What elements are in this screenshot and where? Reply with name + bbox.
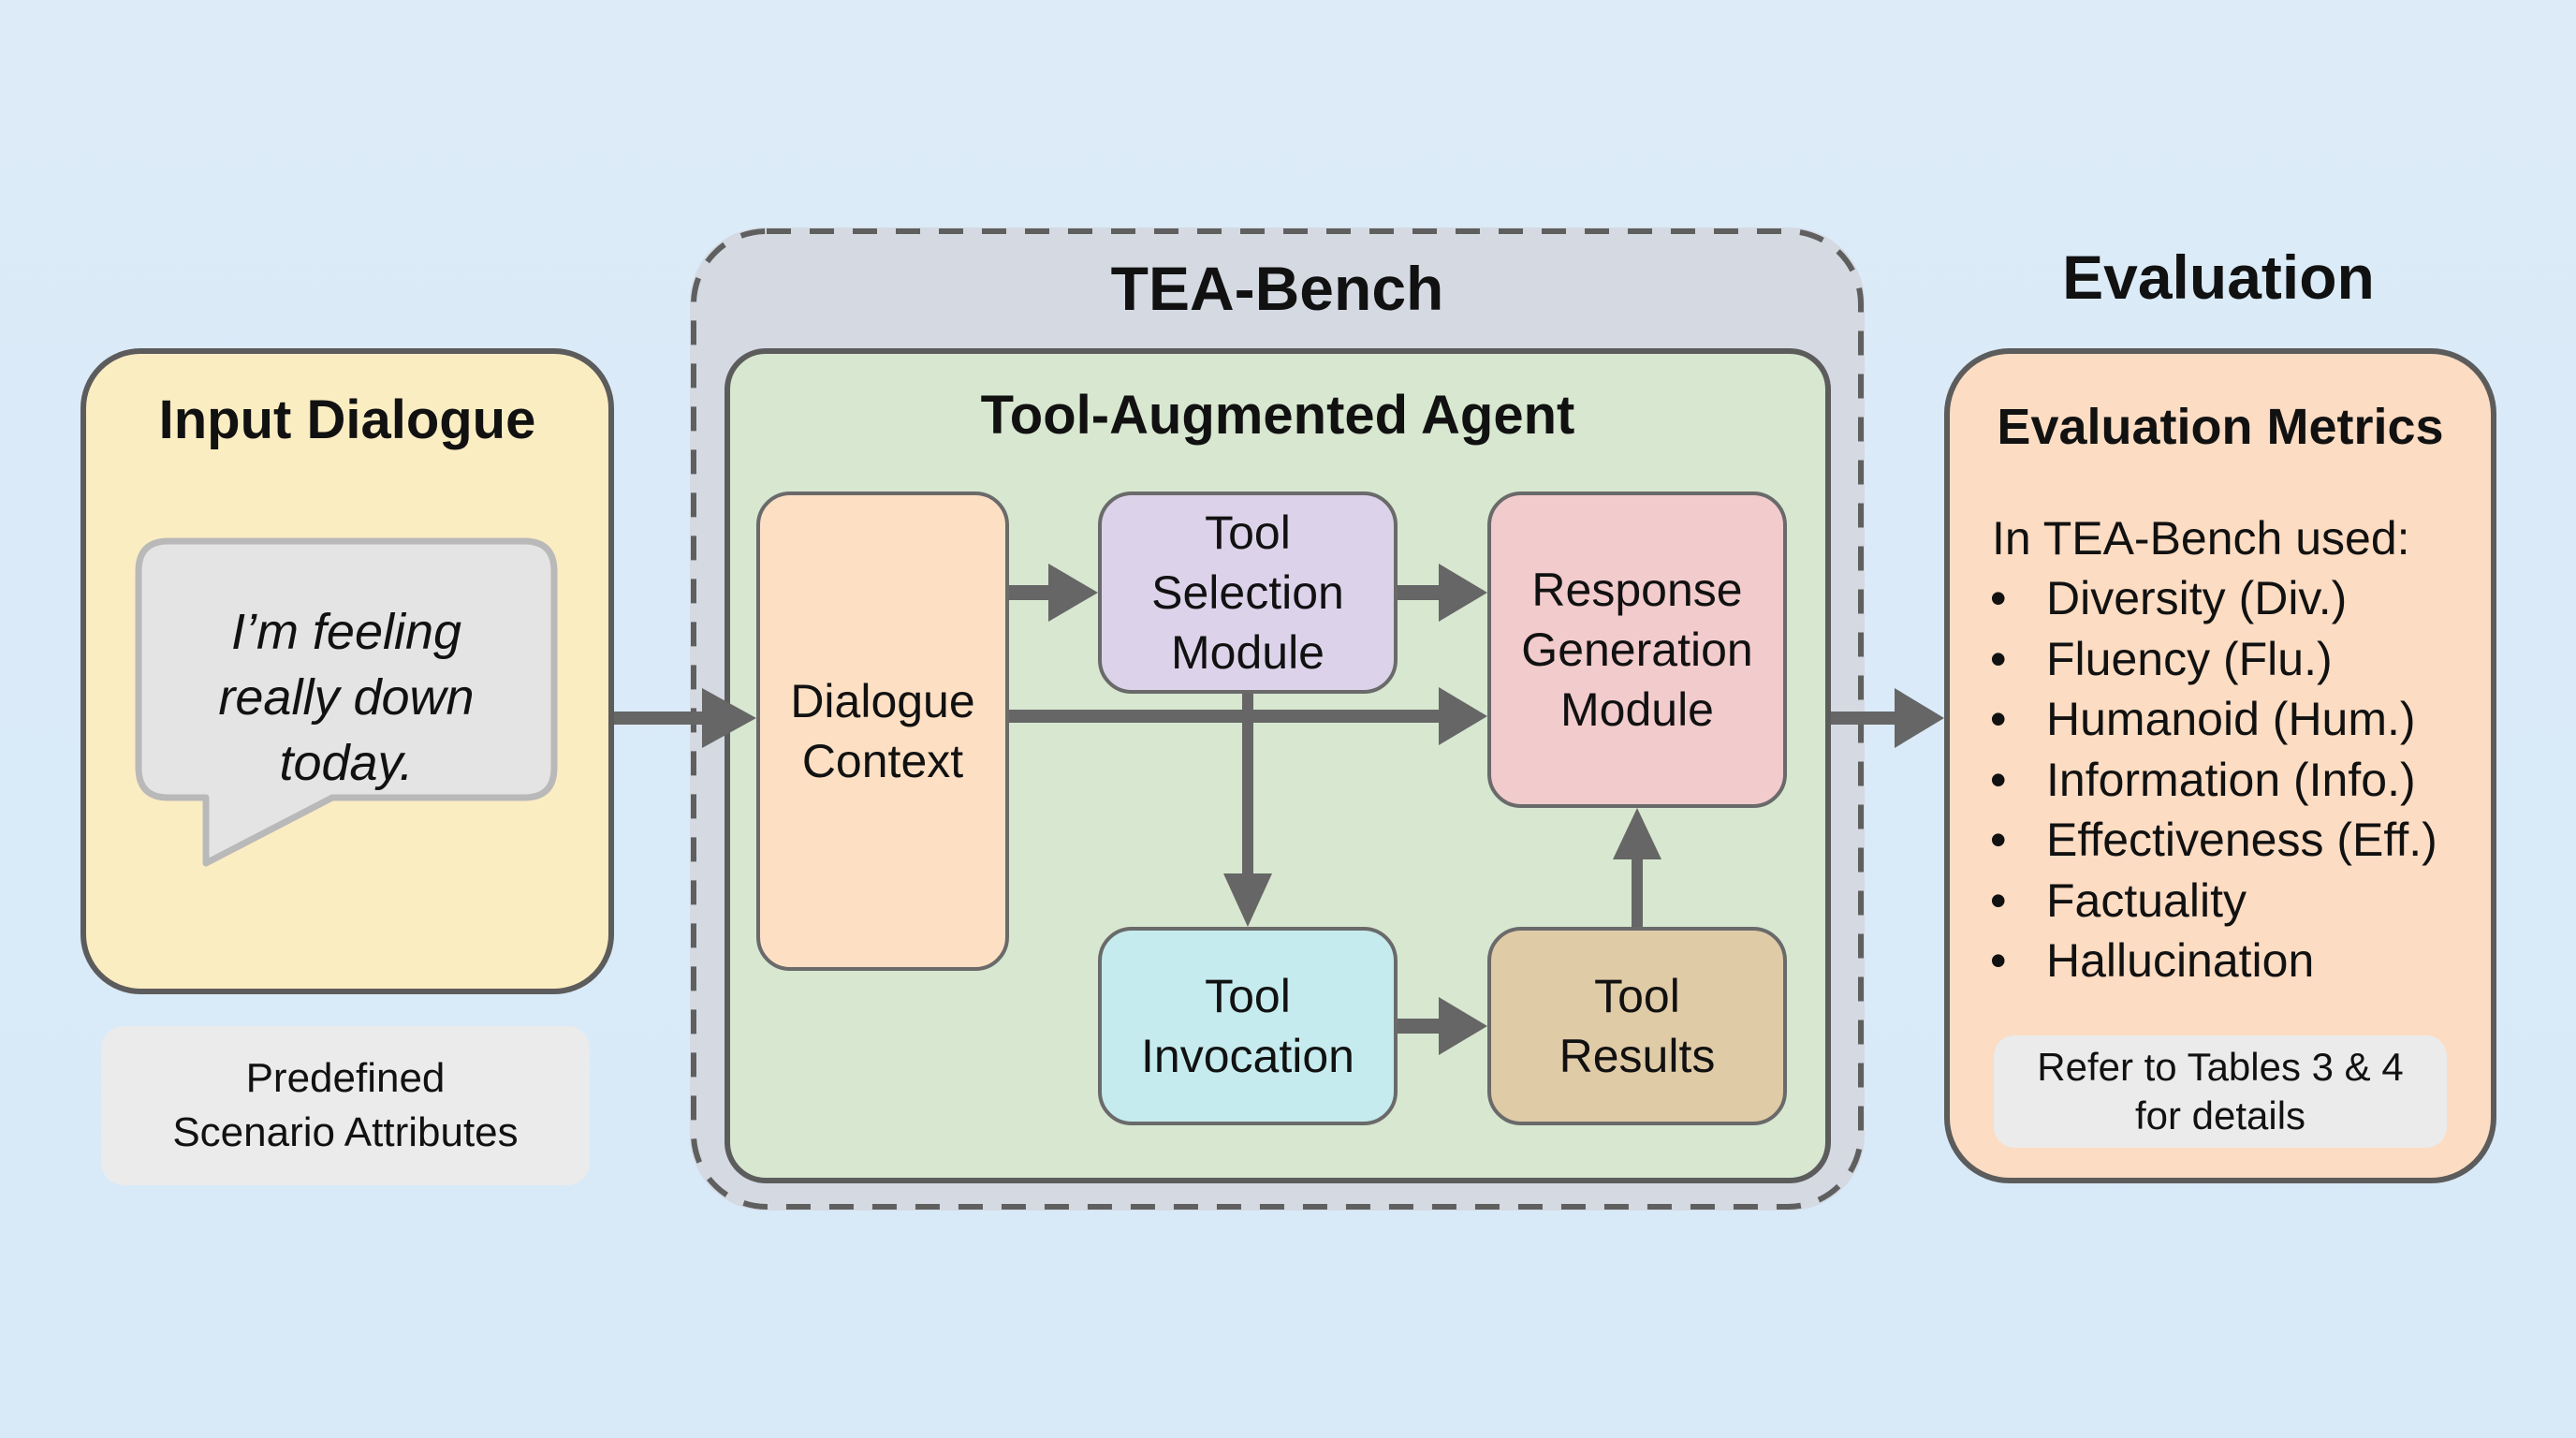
bullet-icon: • [1990,753,2007,806]
arrow-results-to-response [1613,808,1661,927]
tool-selection-module: Tool Selection Module [1098,492,1398,694]
module-label-line: Context [801,735,964,787]
metric-label: Effectiveness (Eff.) [2046,814,2437,866]
arrow-context-to-response [1009,687,1487,745]
arrow-context-to-selection [1009,564,1098,622]
bullet-icon: • [1990,572,2007,624]
scenario-attributes-box: Predefined Scenario Attributes [101,1026,590,1185]
metric-label: Factuality [2046,873,2247,927]
dialogue-utterance: I’m feeling really down today. [150,599,543,796]
note-line: for details [2134,1093,2306,1137]
module-label-line: Tool [1205,970,1291,1022]
arrow-selection-to-invocation [1223,694,1272,927]
speech-bubble-icon [135,537,558,867]
bullet-icon: • [1990,873,2007,927]
evaluation-metrics-title: Evaluation Metrics [1997,399,2444,455]
module-label-line: Dialogue [790,675,975,727]
arrow-input-to-context [614,688,756,748]
metrics-list: • Diversity (Div.) • Fluency (Flu.) • Human… [1984,568,2437,991]
arrow-bench-to-evaluation [1831,688,1944,748]
metric-label: Humanoid (Hum.) [2046,693,2416,745]
module-label-line: Response [1531,564,1743,616]
module-label-line: Results [1559,1030,1716,1082]
metric-label: Hallucination [2046,934,2315,987]
bullet-icon: • [1990,814,2007,866]
metric-item: • Information (Info.) [1984,750,2437,811]
bullet-icon: • [1990,693,2007,745]
note-line: Refer to Tables 3 & 4 [2037,1045,2404,1089]
metric-label: Diversity (Div.) [2046,572,2348,624]
agent-title: Tool-Augmented Agent [980,385,1575,446]
module-label-line: Module [1171,626,1325,679]
evaluation-heading: Evaluation [2062,242,2375,312]
utterance-line: today. [279,735,414,791]
utterance-line: really down [218,669,475,726]
evaluation-intro: In TEA-Bench used: [1992,512,2410,565]
tea-bench-title: TEA-Bench [1110,254,1444,323]
utterance-line: I’m feeling [230,604,462,660]
module-label-line: Module [1560,683,1714,736]
module-label-line: Selection [1151,566,1344,619]
module-label-line: Tool [1205,506,1291,559]
module-label-line: Invocation [1141,1030,1354,1082]
metric-item: • Effectiveness (Eff.) [1984,810,2437,871]
metric-item: • Humanoid (Hum.) [1984,689,2437,750]
module-label-line: Tool [1594,970,1680,1022]
metric-item: • Factuality [1984,871,2437,932]
arrow-selection-to-response [1398,564,1487,622]
arrow-invocation-to-results [1398,997,1487,1055]
metric-item: • Fluency (Flu.) [1984,629,2437,690]
tool-invocation-module: Tool Invocation [1098,927,1398,1125]
module-label-line: Generation [1521,624,1753,676]
tables-reference-note: Refer to Tables 3 & 4 for details [1994,1035,2447,1148]
metric-label: Fluency (Flu.) [2046,632,2333,685]
scenario-line: Scenario Attributes [172,1109,519,1155]
metric-item: • Hallucination [1984,931,2437,991]
input-dialogue-title: Input Dialogue [158,389,536,450]
metric-label: Information (Info.) [2046,753,2416,806]
scenario-line: Predefined [245,1055,446,1101]
metric-item: • Diversity (Div.) [1984,568,2437,629]
bullet-icon: • [1990,632,2007,685]
bullet-icon: • [1990,934,2007,987]
tool-results-module: Tool Results [1487,927,1787,1125]
dialogue-context-module: Dialogue Context [756,492,1009,971]
response-generation-module: Response Generation Module [1487,492,1787,808]
